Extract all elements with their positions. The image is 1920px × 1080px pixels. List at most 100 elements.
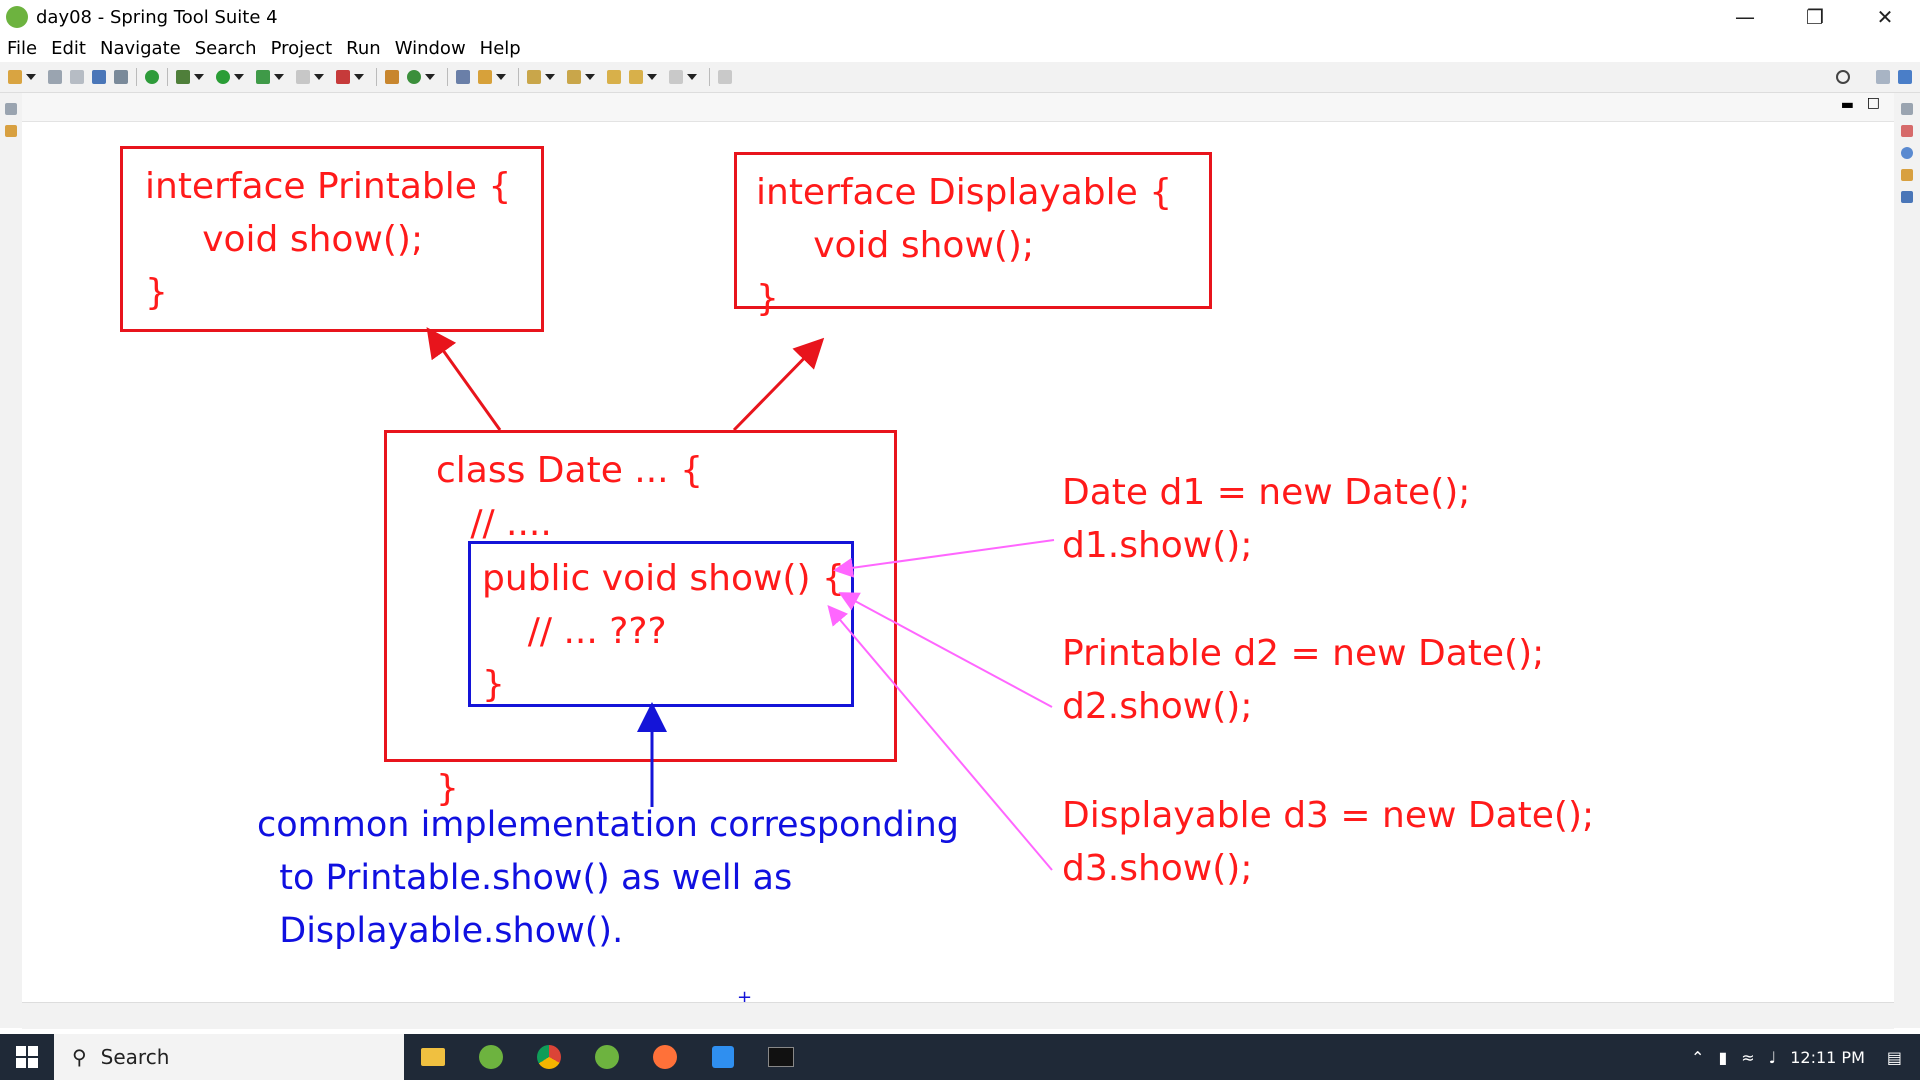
code-line: } [756, 278, 779, 319]
new-class-icon[interactable] [407, 70, 421, 84]
outline-icon[interactable] [1901, 125, 1913, 137]
chrome-icon[interactable] [520, 1034, 578, 1080]
code-line: d3.show(); [1062, 848, 1253, 889]
console-icon[interactable] [92, 70, 106, 84]
previous-annotation-icon[interactable] [567, 70, 581, 84]
boot-dashboard-icon[interactable] [145, 70, 159, 84]
menu-bar: File Edit Navigate Search Project Run Wi… [0, 34, 1920, 62]
chevron-up-icon[interactable]: ⌃ [1691, 1047, 1705, 1067]
menu-navigate[interactable]: Navigate [99, 37, 181, 59]
close-button[interactable]: ✕ [1876, 5, 1894, 29]
date-class-box [384, 430, 897, 762]
stop-icon[interactable] [296, 70, 310, 84]
right-trim-stack [1893, 93, 1920, 1028]
date-class-code: class Date ... { // ....} [436, 444, 703, 815]
menu-edit[interactable]: Edit [51, 37, 86, 59]
chevron-down-icon[interactable] [425, 74, 435, 80]
menu-window[interactable]: Window [394, 37, 466, 59]
next-annotation-icon[interactable] [527, 70, 541, 84]
coverage-icon[interactable] [256, 70, 270, 84]
system-tray: ⌃ ▮ ≈ ♩ 12:11 PM ▤ [1691, 1034, 1920, 1080]
last-edit-icon[interactable] [607, 70, 621, 84]
spring-icon[interactable] [578, 1034, 636, 1080]
arrow-d3-call [827, 604, 1053, 871]
new-package-icon[interactable] [385, 70, 399, 84]
printable-interface-code: interface Printable { void show();} [145, 160, 511, 319]
menu-help[interactable]: Help [479, 37, 521, 59]
external-tools-icon[interactable] [336, 70, 350, 84]
code-line: interface Displayable { [756, 172, 1173, 213]
spring-tool-suite-icon [6, 6, 28, 28]
search-toolbar-icon[interactable] [478, 70, 492, 84]
note-line: Displayable.show(). [257, 911, 624, 951]
pin-editor-icon[interactable] [718, 70, 732, 84]
diagram-arrows: + [426, 327, 1055, 1002]
volume-icon[interactable]: ♩ [1768, 1047, 1777, 1067]
minimize-button[interactable]: — [1735, 5, 1755, 29]
open-perspective-icon[interactable] [1876, 70, 1890, 84]
code-line: d2.show(); [1062, 686, 1253, 727]
restore-view-icon[interactable] [1901, 103, 1913, 115]
forward-icon[interactable] [669, 70, 683, 84]
chevron-down-icon[interactable] [194, 74, 204, 80]
package-explorer-icon[interactable] [5, 125, 17, 137]
chevron-down-icon[interactable] [545, 74, 555, 80]
back-icon[interactable] [629, 70, 643, 84]
left-trim-stack [0, 93, 23, 1028]
wifi-icon[interactable]: ≈ [1741, 1047, 1755, 1067]
open-type-icon[interactable] [456, 70, 470, 84]
java-perspective-icon[interactable] [1898, 70, 1912, 84]
code-line: d1.show(); [1062, 525, 1253, 566]
maximize-editor-icon[interactable]: □ [1866, 95, 1880, 111]
notifications-icon[interactable]: ▤ [1886, 1047, 1902, 1067]
chevron-down-icon[interactable] [585, 74, 595, 80]
firefox-icon[interactable] [636, 1034, 694, 1080]
new-icon[interactable] [8, 70, 22, 84]
chevron-down-icon[interactable] [26, 74, 36, 80]
code-line: } [482, 664, 505, 705]
declaration-icon[interactable] [1901, 169, 1913, 181]
chevron-down-icon[interactable] [687, 74, 697, 80]
battery-icon[interactable]: ▮ [1718, 1047, 1728, 1067]
windows-logo-icon [16, 1046, 38, 1068]
chevron-down-icon[interactable] [354, 74, 364, 80]
arrow-d1-call [833, 539, 1055, 578]
start-button[interactable] [0, 1034, 54, 1080]
code-line: // ... ??? [482, 611, 667, 652]
chevron-down-icon[interactable] [647, 74, 657, 80]
clock[interactable]: 12:11 PM [1790, 1047, 1865, 1067]
chevron-down-icon[interactable] [314, 74, 324, 80]
code-line: Displayable d3 = new Date(); [1062, 795, 1595, 836]
menu-project[interactable]: Project [270, 37, 333, 59]
window-controls: — ❐ ✕ [1710, 0, 1920, 34]
save-all-icon[interactable] [70, 70, 84, 84]
separator [376, 68, 377, 86]
menu-search[interactable]: Search [194, 37, 257, 59]
terminal-icon[interactable] [752, 1034, 810, 1080]
restore-view-icon[interactable] [5, 103, 17, 115]
console-view-icon[interactable] [1901, 191, 1913, 203]
taskbar-search[interactable]: ⚲ Search [54, 1034, 404, 1080]
run-icon[interactable] [216, 70, 230, 84]
code-line: } [145, 272, 168, 313]
main-toolbar [0, 62, 1920, 93]
chevron-down-icon[interactable] [274, 74, 284, 80]
minimize-editor-icon[interactable]: ▬ [1840, 97, 1854, 113]
save-icon[interactable] [48, 70, 62, 84]
spring-tool-suite-icon[interactable] [462, 1034, 520, 1080]
restore-button[interactable]: ❐ [1806, 5, 1824, 29]
call-date-d1: Date d1 = new Date();d1.show(); [1062, 466, 1470, 572]
chevron-down-icon[interactable] [234, 74, 244, 80]
skip-breakpoints-icon[interactable] [114, 70, 128, 84]
chevron-down-icon[interactable] [496, 74, 506, 80]
debug-icon[interactable] [176, 70, 190, 84]
javadoc-icon[interactable] [1901, 147, 1913, 159]
search-icon[interactable] [1836, 70, 1850, 84]
vscode-icon[interactable] [694, 1034, 752, 1080]
displayable-interface-code: interface Displayable { void show();} [756, 166, 1172, 325]
menu-run[interactable]: Run [346, 37, 381, 59]
menu-file[interactable]: File [7, 37, 38, 59]
code-line: public void show() { [482, 558, 845, 599]
file-explorer-icon[interactable] [404, 1034, 462, 1080]
arrow-d2-call [838, 592, 1053, 708]
